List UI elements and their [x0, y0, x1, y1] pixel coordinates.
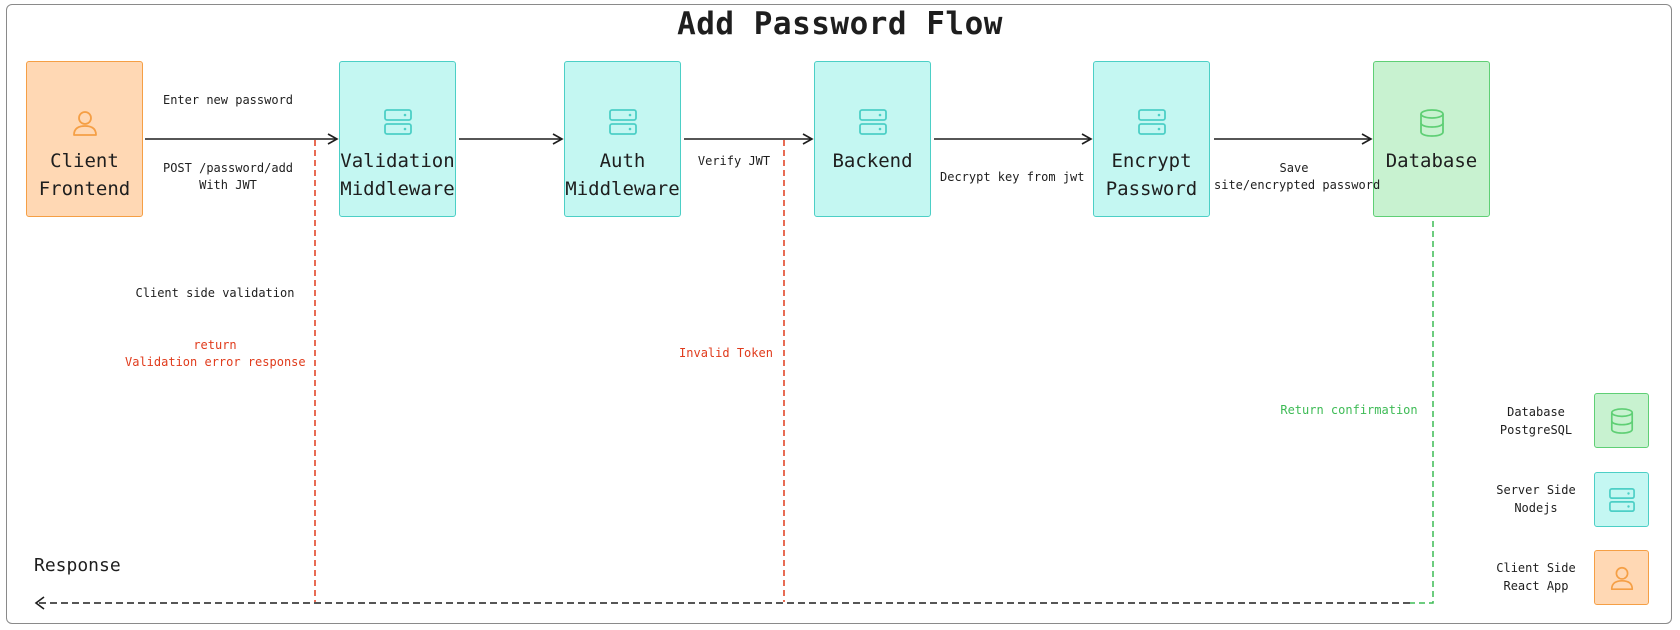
edge-label-return-confirmation: Return confirmation: [1280, 403, 1418, 417]
edge-label-decrypt-key: Decrypt key from jwt: [940, 170, 1085, 184]
node-database: Database: [1373, 61, 1490, 217]
edge-label-verify-jwt: Verify JWT: [697, 154, 771, 168]
diagram-title: Add Password Flow: [677, 6, 1003, 42]
server-icon: [858, 109, 887, 135]
node-label: Backend: [832, 150, 913, 172]
server-icon: [1137, 109, 1166, 135]
database-icon: [1419, 109, 1444, 137]
edge-label-client-side-validation: Client side validation: [135, 286, 295, 300]
server-icon: [383, 109, 412, 135]
legend-server-swatch: [1594, 472, 1649, 527]
diagram-frame: [6, 4, 1672, 624]
edge-label-enter-new-password: Enter new password: [162, 93, 294, 107]
edge-label-invalid-token: Invalid Token: [679, 346, 773, 360]
node-backend: Backend: [814, 61, 931, 217]
server-icon: [1608, 487, 1635, 512]
user-icon: [1610, 566, 1633, 590]
user-icon: [72, 111, 97, 136]
return-confirmation-line: [1410, 221, 1434, 604]
response-label: Response: [34, 555, 121, 576]
legend-database-swatch: [1594, 393, 1649, 448]
legend-client-swatch: [1594, 550, 1649, 605]
server-icon: [608, 109, 637, 135]
response-arrowhead: [34, 596, 45, 610]
database-icon: [1610, 407, 1633, 434]
node-label: Database: [1385, 150, 1478, 172]
